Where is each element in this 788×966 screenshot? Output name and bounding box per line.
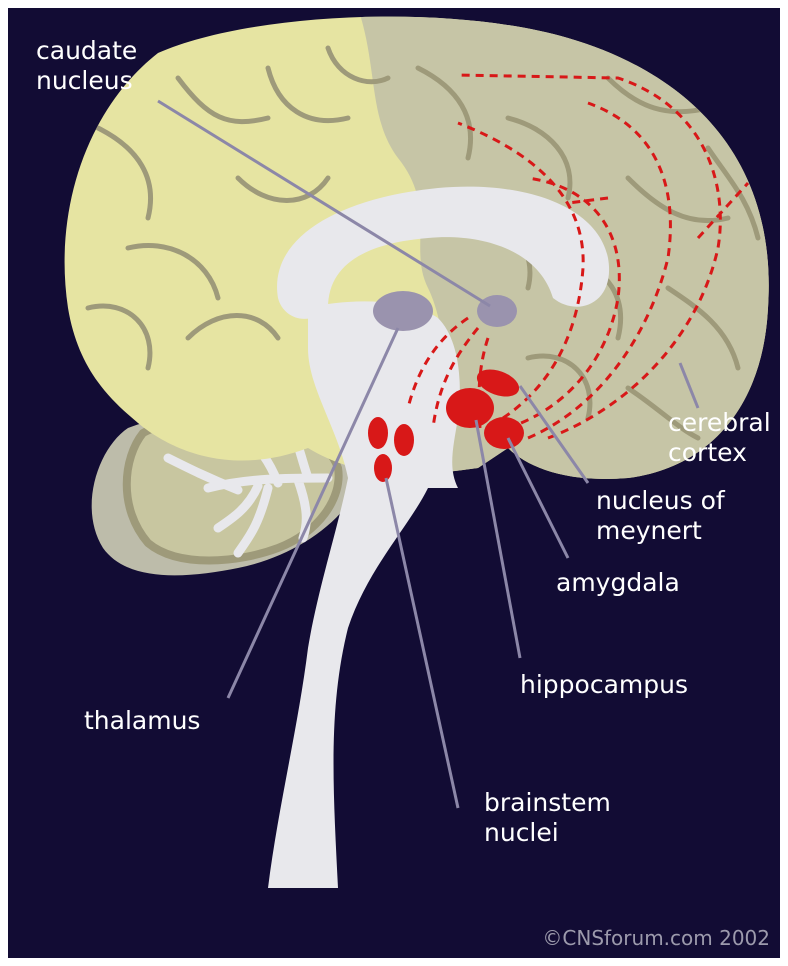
nucleus-of-meynert-label: nucleus of meynert bbox=[596, 486, 725, 546]
brainstem-nucleus-1 bbox=[368, 417, 388, 449]
hippocampus-pointer bbox=[476, 420, 520, 658]
amygdala-shape bbox=[446, 388, 494, 428]
copyright-credit: ©CNSforum.com 2002 bbox=[542, 926, 770, 950]
brainstem-nucleus-3 bbox=[374, 454, 392, 482]
brainstem-nucleus-2 bbox=[394, 424, 414, 456]
hippocampus-shape bbox=[484, 417, 524, 449]
caudate-nucleus-label: caudate nucleus bbox=[36, 36, 137, 96]
diagram-frame: caudate nucleus cerebral cortex nucleus … bbox=[8, 8, 780, 958]
thalamus-label: thalamus bbox=[84, 706, 200, 736]
cerebral-cortex-label: cerebral cortex bbox=[668, 408, 771, 468]
brainstem-pointer bbox=[386, 478, 458, 808]
brainstem-nuclei-label: brainstem nuclei bbox=[484, 788, 611, 848]
hippocampus-label: hippocampus bbox=[520, 670, 688, 700]
brain-diagram bbox=[8, 8, 780, 958]
caudate-shape bbox=[477, 295, 517, 327]
amygdala-label: amygdala bbox=[556, 568, 680, 598]
thalamus-shape bbox=[373, 291, 433, 331]
